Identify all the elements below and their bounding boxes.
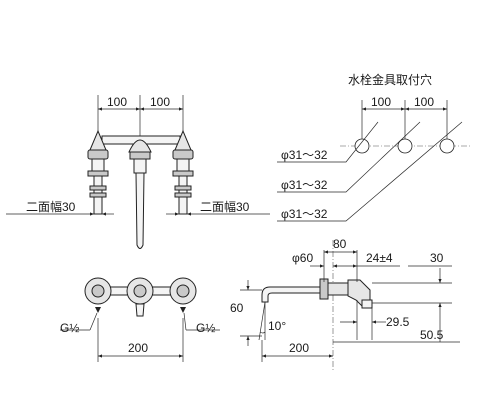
side-body [327,282,349,296]
hole-3-leader [277,121,463,222]
center-spout-body [133,158,147,174]
front-span-label: 200 [128,341,148,355]
side-29-5-label: 29.5 [386,315,410,329]
side-80-label: 80 [333,237,347,251]
side-elevation-view: φ60 80 24±4 30 60 10° 200 [230,237,460,370]
center-spout-head [128,139,152,153]
top-pitch-right-label: 100 [150,95,170,109]
right-valve-body [176,158,190,172]
side-spout [261,286,334,303]
hole-1-dia-label: φ31～32 [281,148,328,162]
angle-line [258,301,266,341]
front-right-handle-center [176,284,190,298]
front-spout-outlet [135,303,145,317]
thread-left-marker [95,307,101,313]
mounting-holes-view: 水栓金具取付穴 100 100 φ31～32 φ31～32 φ31～32 [277,72,470,222]
side-50-5-label: 50.5 [420,328,444,342]
left-nut-2 [89,192,107,198]
thread-right-marker [180,307,186,313]
top-pitch-left-label: 100 [107,95,127,109]
holes-pitch-left-label: 100 [371,95,391,109]
thread-right-leader-2 [183,312,187,331]
flats-right-label: 二面幅30 [200,199,250,214]
center-spout-collar [129,151,151,160]
hole-2-leader [277,121,421,193]
side-30-label: 30 [430,251,444,265]
left-handle-base [87,149,109,160]
right-nut-1 [174,185,192,191]
left-nut-1 [89,185,107,191]
side-24-label: 24±4 [366,251,393,265]
left-flange [87,170,109,177]
mounting-hole-1 [354,138,370,154]
flats-left-label: 二面幅30 [26,199,76,214]
front-left-handle-center [91,284,105,298]
right-nut-2 [174,192,192,198]
thread-right-label: G½ [196,321,215,335]
right-flange [172,170,194,177]
side-60-label: 60 [230,301,244,315]
angle-arc [259,331,266,334]
mounting-hole-3 [439,138,455,154]
thread-left-label: G½ [60,321,79,335]
hole-1-leader [277,121,379,163]
hole-3-dia-label: φ31～32 [281,207,328,221]
front-top-view: 100 100 二面幅30 二面幅30 [6,95,270,249]
mounting-holes-title: 水栓金具取付穴 [348,72,432,87]
center-spout-tube [135,172,145,249]
right-handle-base [172,149,194,160]
left-valve-body [91,158,105,172]
angle-label: 10° [268,319,286,333]
holes-pitch-right-label: 100 [414,95,434,109]
hole-2-dia-label: φ31～32 [281,178,328,192]
side-handle-tip [361,299,373,309]
side-span-label: 200 [289,341,309,355]
thread-left-leader-2 [89,312,98,331]
front-elevation-view: G½ G½ 200 [60,277,220,362]
escutcheon-dia-label: φ60 [292,251,313,265]
mounting-hole-2 [397,138,413,154]
front-center-spout-center [133,284,147,298]
